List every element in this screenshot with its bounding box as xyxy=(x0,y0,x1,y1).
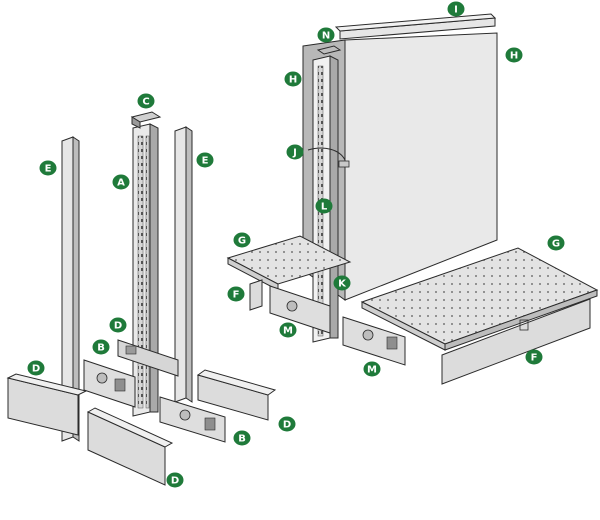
callout-letter: C xyxy=(142,97,149,108)
callout-badge xyxy=(279,322,297,338)
callout-letter: E xyxy=(45,164,52,175)
callout-badge xyxy=(112,174,130,190)
callout-letter: B xyxy=(238,434,246,445)
callout-j-shelf-clip-icon: J xyxy=(286,144,304,160)
upright-post-assembly xyxy=(130,111,162,417)
callout-letter: M xyxy=(283,326,293,337)
callout-a-upright-post-icon: A xyxy=(112,174,130,190)
callout-letter: M xyxy=(367,365,377,376)
callout-badge xyxy=(286,144,304,160)
callout-badge xyxy=(137,93,155,109)
callout-badge xyxy=(196,152,214,168)
top-rail xyxy=(334,13,497,40)
callout-badge xyxy=(27,360,45,376)
callout-g-shelf-icon: G xyxy=(233,232,251,248)
left-shelf xyxy=(226,235,352,291)
callout-letter: N xyxy=(322,31,330,42)
callout-badge xyxy=(315,198,333,214)
callout-badge xyxy=(447,1,465,17)
callout-badge xyxy=(317,27,335,43)
callout-h-back-panel-icon: H xyxy=(505,47,523,63)
shelf-clip xyxy=(307,147,350,168)
left-upright-cover xyxy=(61,136,80,442)
callout-badge xyxy=(109,317,127,333)
right-upright-cover xyxy=(174,126,193,403)
callout-letter: I xyxy=(454,5,458,16)
callout-badge xyxy=(547,235,565,251)
callout-g-shelf-icon: G xyxy=(547,235,565,251)
callout-letter: E xyxy=(202,156,209,167)
callout-badge xyxy=(333,275,351,291)
bottom-kickplate xyxy=(86,407,174,486)
callout-badge xyxy=(39,160,57,176)
callout-badge xyxy=(505,47,523,63)
right-kickplate xyxy=(196,369,277,421)
callout-badge xyxy=(233,232,251,248)
callout-badge xyxy=(278,416,296,432)
front-kickplate xyxy=(441,298,591,385)
callout-m-base-bracket-icon: M xyxy=(279,322,297,338)
callout-l-upright-icon: L xyxy=(315,198,333,214)
callout-letter: D xyxy=(283,420,291,431)
callout-letter: G xyxy=(552,239,560,250)
right-shelf xyxy=(360,247,599,351)
callout-d-base-kickplate-icon: D xyxy=(27,360,45,376)
callout-letter: H xyxy=(510,51,518,62)
callout-d-base-kickplate-icon: D xyxy=(278,416,296,432)
callout-d-base-kickplate-icon: D xyxy=(166,472,184,488)
callout-badge xyxy=(284,71,302,87)
callout-k-base-connector-icon: K xyxy=(333,275,351,291)
top-cap xyxy=(316,45,342,55)
callout-letter: H xyxy=(289,75,297,86)
callout-letter: D xyxy=(171,476,179,487)
callout-badge xyxy=(92,339,110,355)
callout-letter: B xyxy=(97,343,105,354)
callout-letter: G xyxy=(238,236,246,247)
callout-d-base-kickplate-icon: D xyxy=(109,317,127,333)
callout-letter: K xyxy=(338,279,347,290)
callout-badge xyxy=(166,472,184,488)
callout-badge xyxy=(525,349,543,365)
callout-badge xyxy=(227,286,245,302)
callout-b-base-bracket-icon: B xyxy=(92,339,110,355)
left-kickplate xyxy=(6,373,88,436)
right-base-bracket xyxy=(159,396,226,443)
callout-f-kickplate-front-icon: F xyxy=(525,349,543,365)
callout-letter: A xyxy=(117,178,125,189)
callout-h-back-panel-icon: H xyxy=(284,71,302,87)
callout-letter: F xyxy=(233,290,240,301)
callout-e-upright-cover-icon: E xyxy=(39,160,57,176)
center-base-bracket xyxy=(269,285,331,334)
left-kickplate-stub xyxy=(249,279,263,311)
callout-letter: J xyxy=(292,148,297,159)
callout-letter: L xyxy=(321,202,328,213)
callout-badge xyxy=(233,430,251,446)
left-base-bracket-rear xyxy=(117,339,179,377)
right-base-bracket-m xyxy=(342,316,406,366)
callout-i-top-rail-icon: I xyxy=(447,1,465,17)
left-base-bracket xyxy=(83,359,136,408)
callout-letter: D xyxy=(32,364,40,375)
callout-b-base-bracket-icon: B xyxy=(233,430,251,446)
callout-m-base-bracket-icon: M xyxy=(363,361,381,377)
callout-c-upright-cap-icon: C xyxy=(137,93,155,109)
callout-letter: F xyxy=(531,353,538,364)
callout-f-kickplate-front-icon: F xyxy=(227,286,245,302)
callout-badge xyxy=(363,361,381,377)
callout-n-top-cap-icon: N xyxy=(317,27,335,43)
callout-letter: D xyxy=(114,321,122,332)
callout-e-upright-cover-icon: E xyxy=(196,152,214,168)
